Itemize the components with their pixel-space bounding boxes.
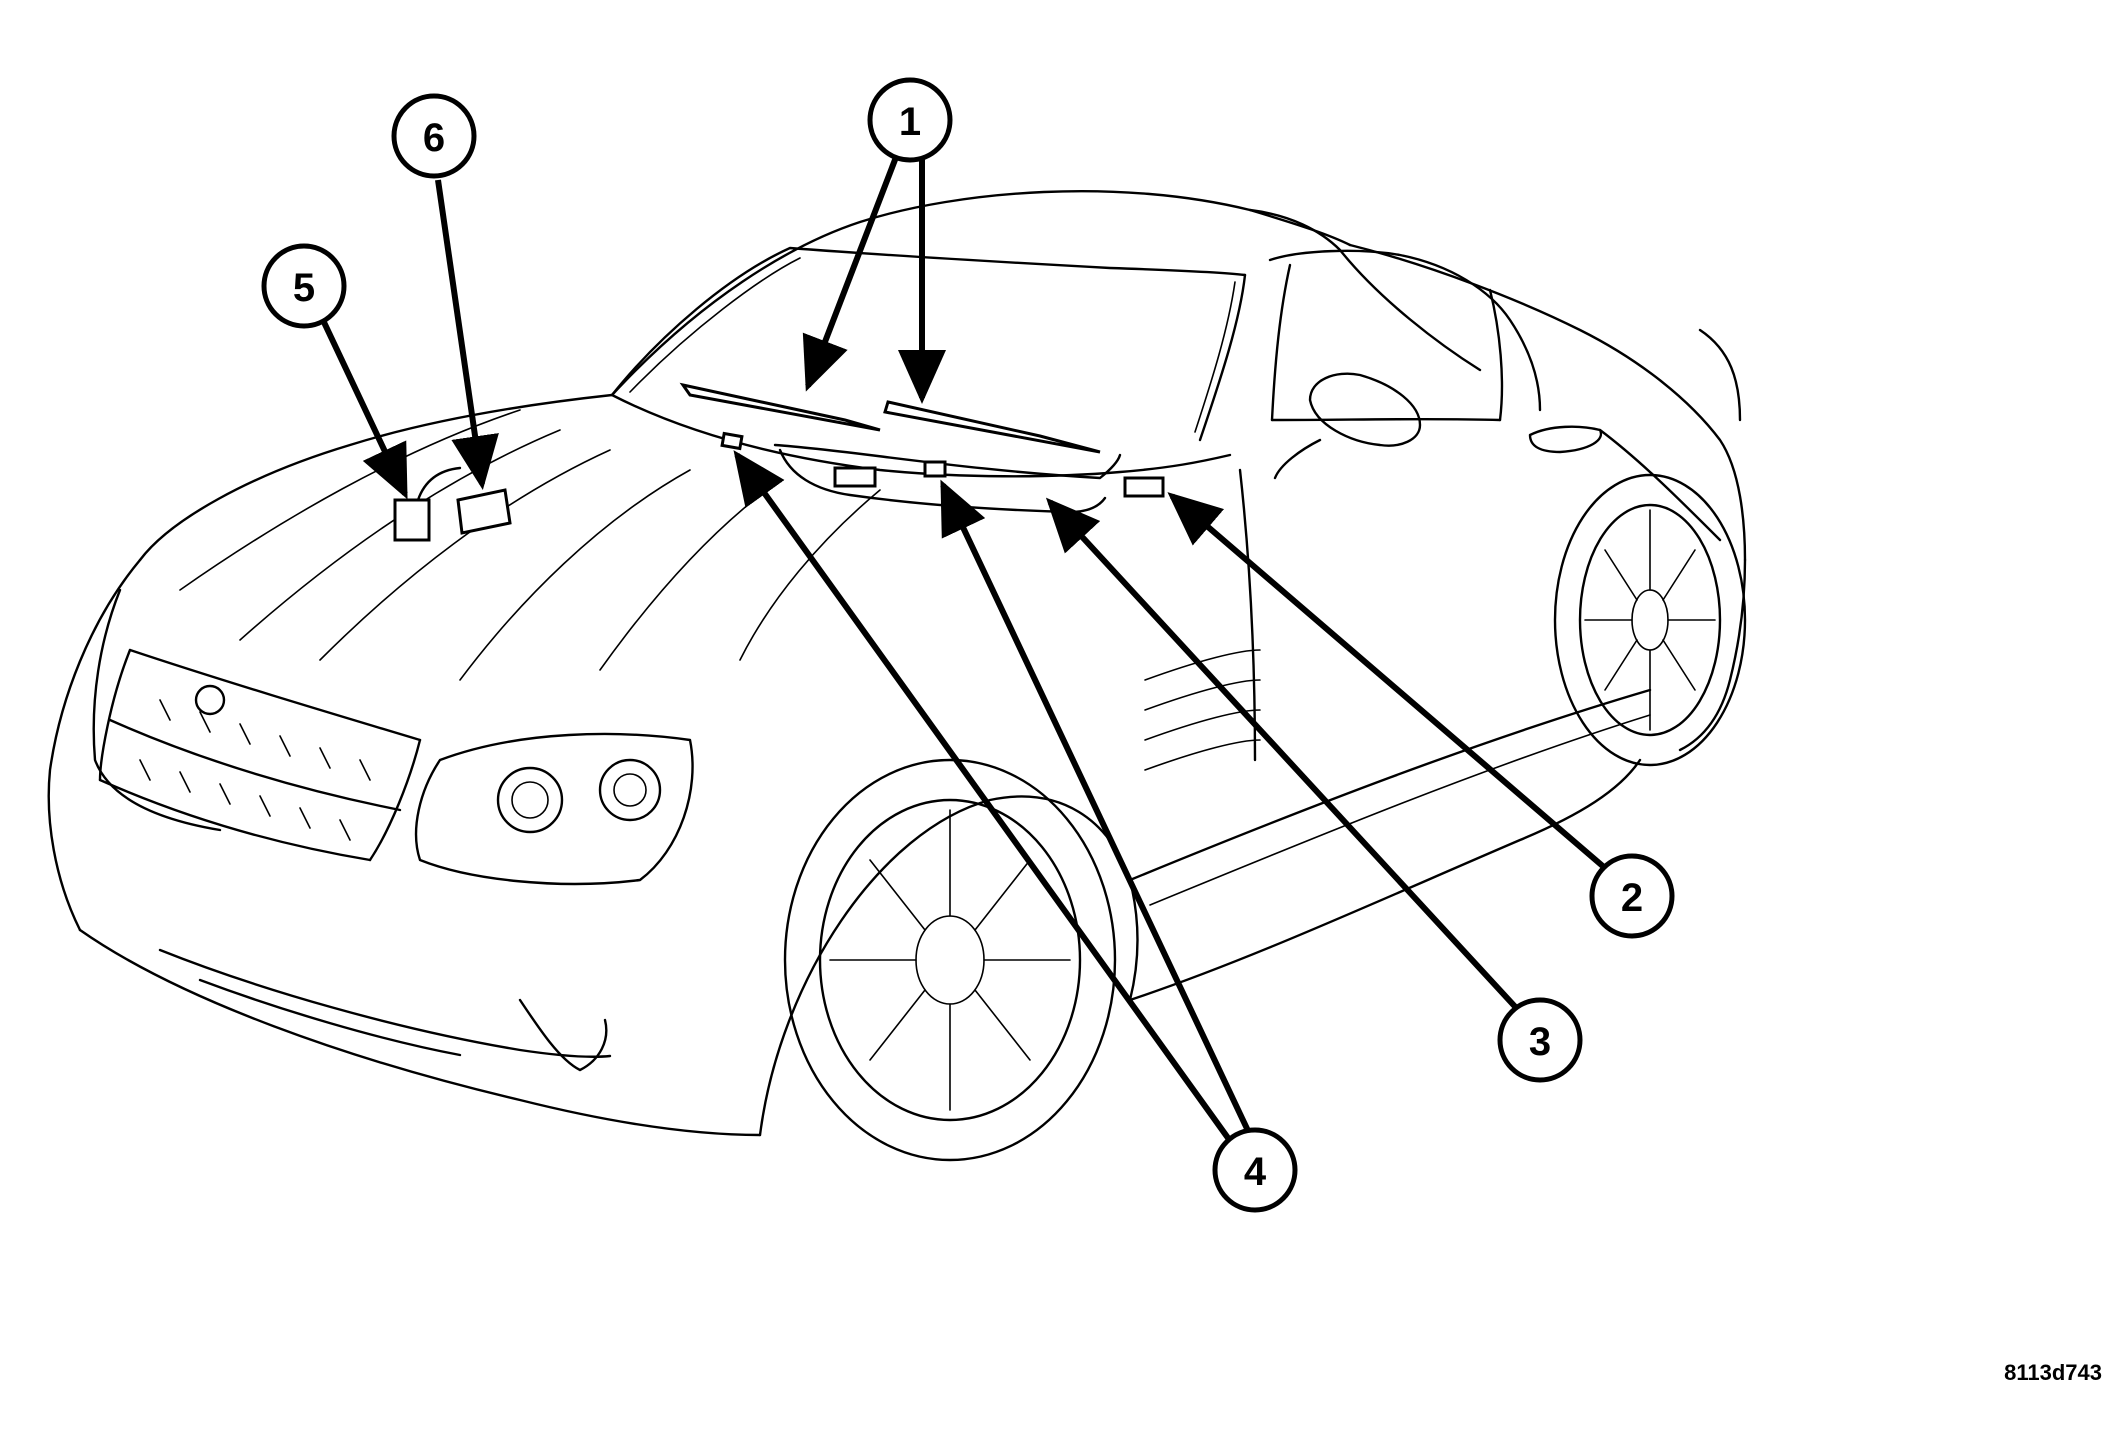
- callout-3-number: 3: [1529, 1020, 1551, 1064]
- callout-4: 4: [1212, 1127, 1298, 1213]
- wiper-pivot-right: [1123, 476, 1165, 498]
- leader-lines: [319, 150, 1607, 1140]
- callout-3: 3: [1497, 997, 1583, 1083]
- wiper-blade-left: [679, 382, 881, 432]
- callout-2: 2: [1589, 853, 1675, 939]
- cowl-nozzle-center: [923, 460, 947, 478]
- callout-5: 5: [261, 243, 347, 329]
- callout-1: 1: [867, 77, 953, 163]
- figure-id-label: 8113d743: [2004, 1360, 2102, 1385]
- wiper-pivot-left: [833, 466, 877, 488]
- wiper-blade-right: [883, 400, 1101, 454]
- callout-5-number: 5: [293, 266, 315, 310]
- callout-2-number: 2: [1621, 876, 1643, 920]
- washer-reservoir: [393, 498, 431, 542]
- callout-1-number: 1: [899, 100, 921, 144]
- callout-4-number: 4: [1244, 1150, 1267, 1194]
- callout-6: 6: [391, 93, 477, 179]
- washer-pump: [456, 488, 512, 535]
- callout-6-number: 6: [423, 116, 445, 160]
- cowl-nozzle-left: [720, 431, 744, 451]
- car-outline: [47, 189, 1747, 1162]
